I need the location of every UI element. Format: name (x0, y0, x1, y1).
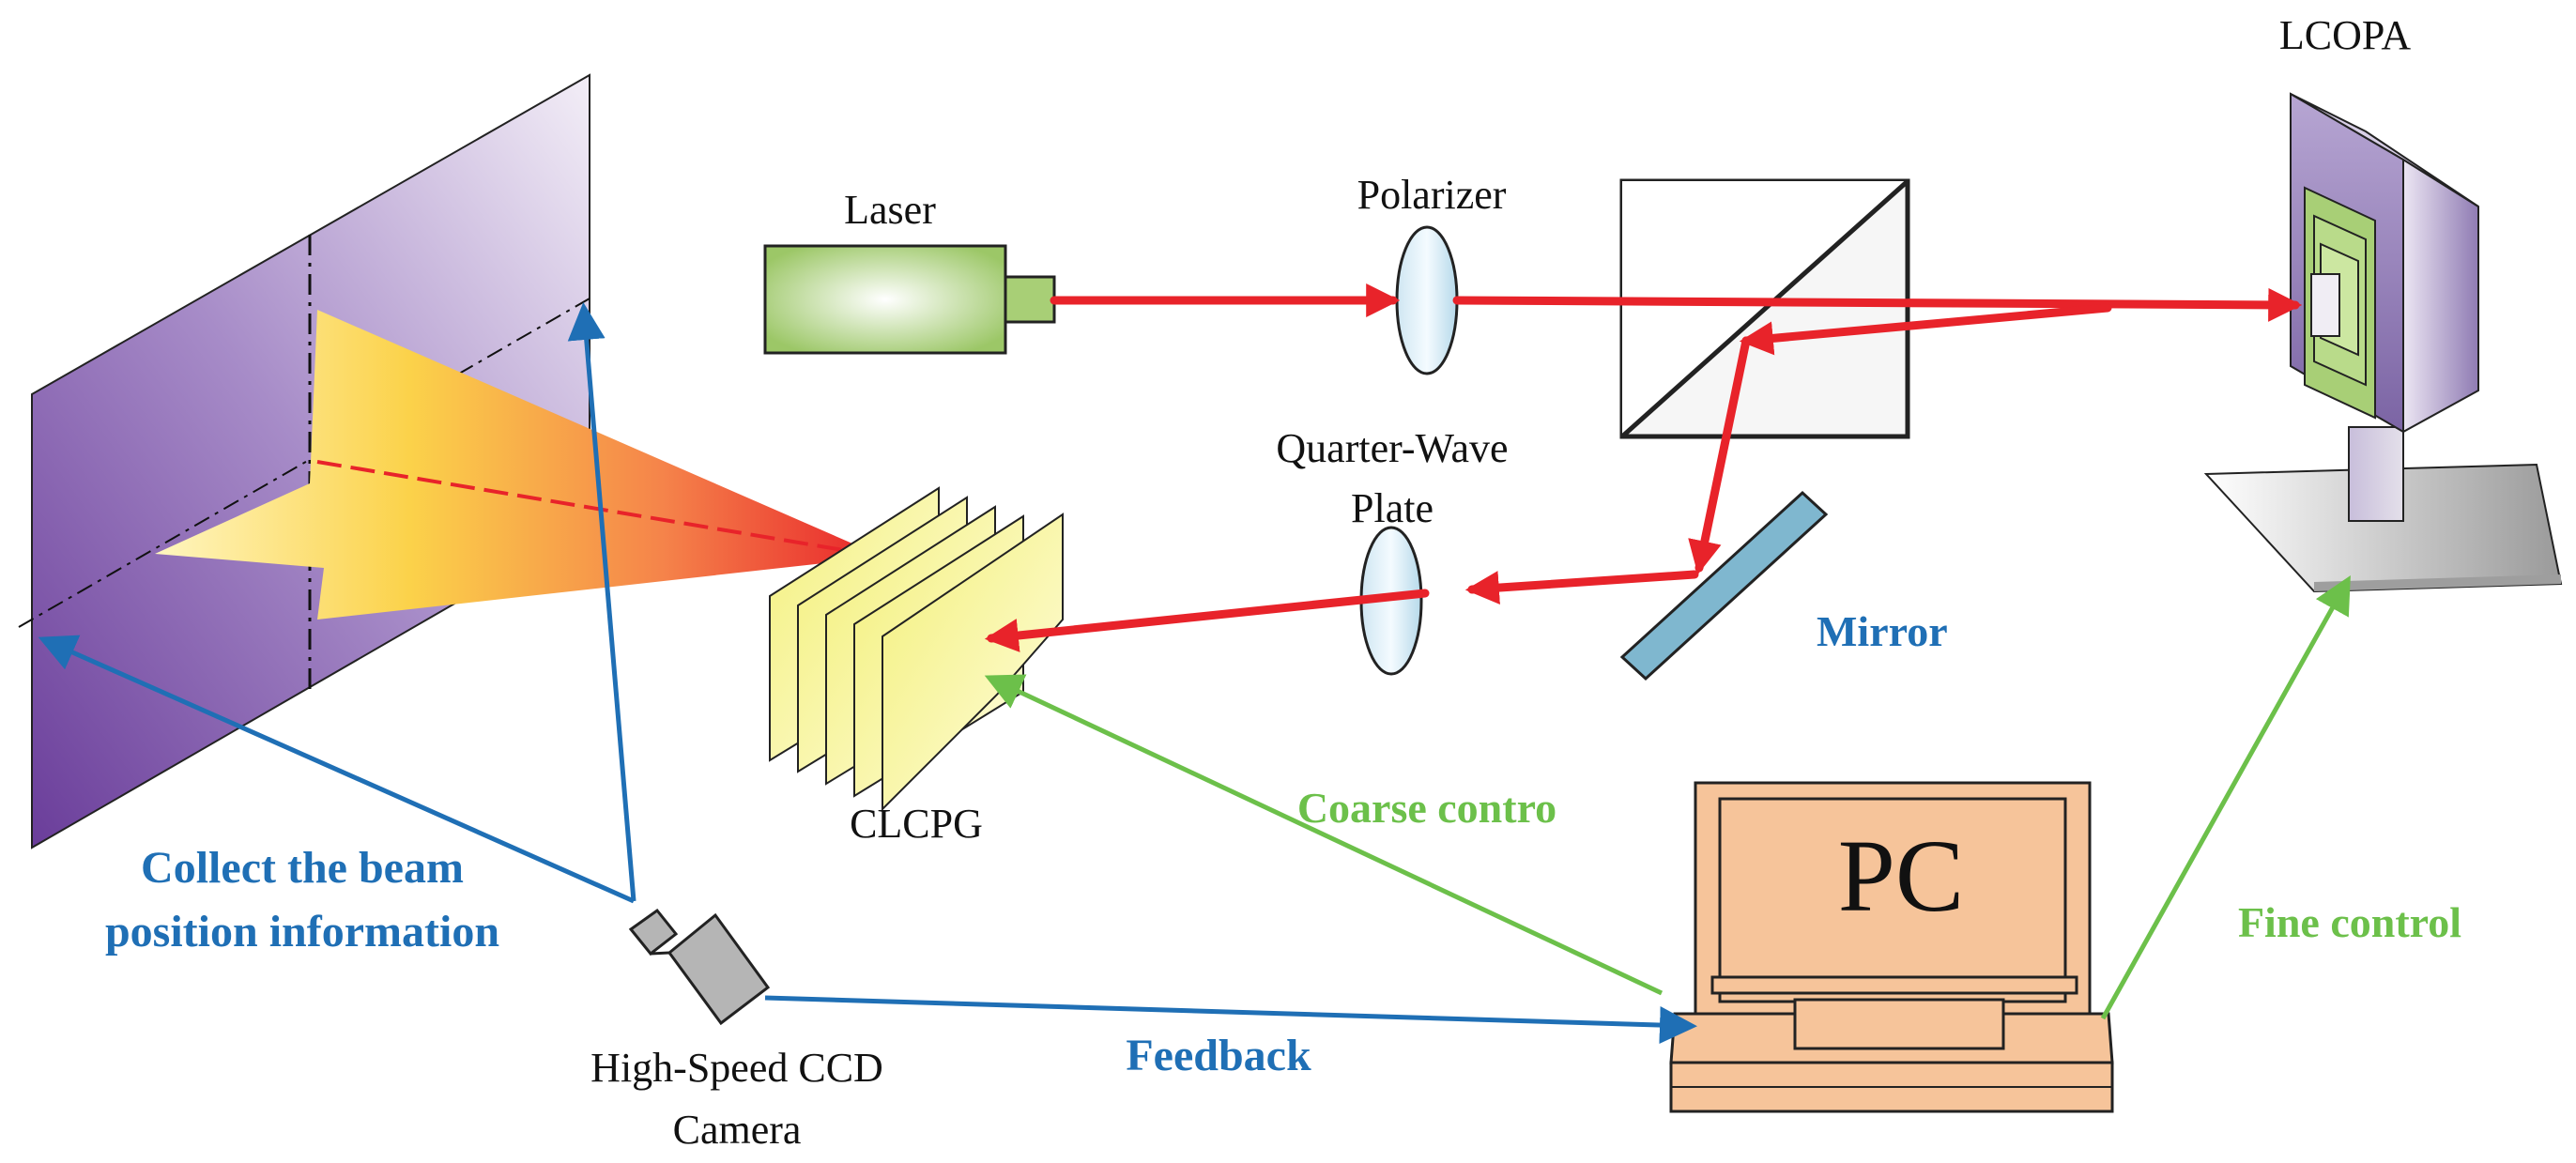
feedback-label: Feedback (1126, 1031, 1311, 1080)
clcpg-label: CLCPG (850, 801, 983, 847)
fine-control-label: Fine control (2238, 898, 2461, 946)
laser-beam-path (984, 283, 2303, 652)
quarter-wave-label-line2: Plate (1351, 485, 1434, 531)
blue-signal-paths (38, 302, 1697, 1045)
pc-label: PC (1838, 819, 1965, 933)
mirror-label: Mirror (1817, 607, 1948, 655)
quarter-wave-label-line1: Quarter-Wave (1276, 425, 1508, 471)
lcopa-device (2203, 92, 2563, 593)
pc-laptop (1669, 781, 2114, 1113)
laser-source (763, 244, 1056, 355)
green-control-paths (984, 575, 2351, 1020)
collect-label-line1: Collect the beam (141, 843, 464, 893)
collect-label-line2: position information (105, 907, 499, 956)
coarse-control-label: Coarse contro (1297, 784, 1556, 832)
polarizer-lens (1395, 225, 1459, 375)
laser-label: Laser (844, 187, 936, 233)
camera-label-line2: Camera (673, 1107, 802, 1153)
camera-label-line1: High-Speed CCD (590, 1045, 883, 1091)
mirror (1619, 490, 1829, 681)
clcpg-grating-stack (769, 486, 1064, 812)
ccd-camera (628, 908, 771, 1026)
lcopa-label: LCOPA (2279, 12, 2411, 58)
polarizer-label: Polarizer (1357, 172, 1507, 218)
beam-splitter (1619, 178, 1910, 439)
